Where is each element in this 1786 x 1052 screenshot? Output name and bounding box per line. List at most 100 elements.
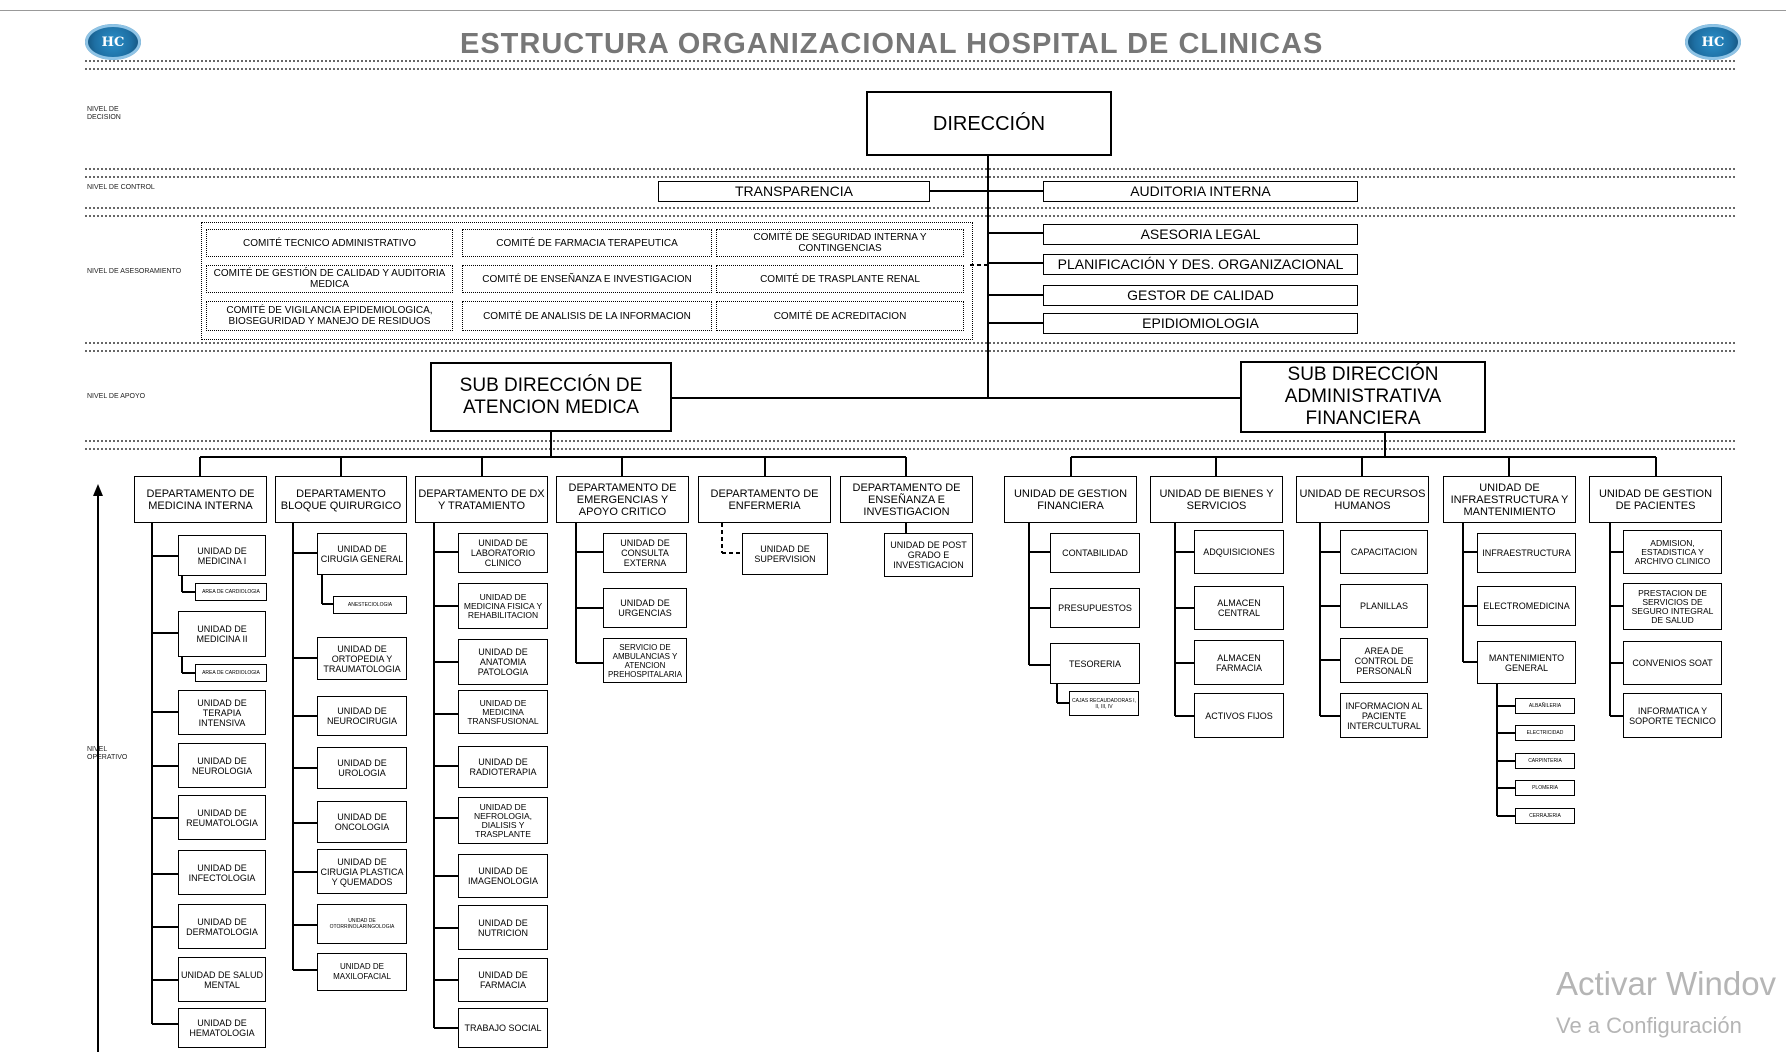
unit-box: TESORERIA	[1050, 643, 1140, 684]
unit-box: ADQUISICIONES	[1194, 530, 1284, 574]
unit-box: UNIDAD DE MEDICINA TRANSFUSIONAL	[458, 690, 548, 734]
level-control: NIVEL DE CONTROL	[87, 184, 155, 191]
unit-box: UNIDAD DE OTORRINOLARINGOLOGIA	[317, 904, 407, 944]
comite-box: COMITÉ DE ANALISIS DE LA INFORMACION	[462, 301, 712, 331]
unit-box: ALBAÑILERIA	[1515, 698, 1575, 714]
unit-box: UNIDAD DE LABORATORIO CLINICO	[458, 533, 548, 573]
unit-box: UNIDAD DE FARMACIA	[458, 958, 548, 1002]
admin-unit-box: UNIDAD DE GESTION DE PACIENTES	[1589, 476, 1722, 523]
department-box: DEPARTAMENTO DE MEDICINA INTERNA	[134, 476, 267, 523]
unit-box: ALMACEN FARMACIA	[1194, 640, 1284, 685]
unit-box: CAPACITACION	[1340, 530, 1428, 574]
unit-box: UNIDAD DE RADIOTERAPIA	[458, 746, 548, 788]
department-box: DEPARTAMENTO DE ENSEÑANZA E INVESTIGACIO…	[840, 476, 973, 523]
planificacion-box: PLANIFICACIÓN Y DES. ORGANIZACIONAL	[1043, 254, 1358, 275]
unit-box: PRESUPUESTOS	[1050, 588, 1140, 628]
area-box: AREA DE CARDIOLOGIA	[195, 664, 267, 682]
comite-box: COMITÉ DE VIGILANCIA EPIDEMIOLOGICA, BIO…	[206, 301, 453, 331]
unit-box: UNIDAD DE SUPERVISION	[742, 533, 828, 575]
unit-box: UNIDAD DE URGENCIAS	[603, 588, 687, 628]
unit-box: UNIDAD DE UROLOGIA	[317, 747, 407, 789]
unit-box: PRESTACION DE SERVICIOS DE SEGURO INTEGR…	[1623, 583, 1722, 630]
hospital-logo-right: HC	[1685, 24, 1741, 60]
unit-box: UNIDAD DE INFECTOLOGIA	[178, 850, 266, 895]
unit-box: UNIDAD DE NEFROLOGIA, DIALISIS Y TRASPLA…	[458, 797, 548, 844]
unit-box: UNIDAD DE MAXILOFACIAL	[317, 953, 407, 991]
unit-box: ELECTROMEDICINA	[1477, 586, 1576, 626]
separator	[85, 207, 1735, 217]
comite-box: COMITÉ DE FARMACIA TERAPEUTICA	[462, 229, 712, 257]
separator	[85, 440, 1735, 450]
comite-box: COMITÉ DE TRASPLANTE RENAL	[716, 265, 964, 293]
unit-box: ALMACEN CENTRAL	[1194, 586, 1284, 630]
subdir-medica-box: SUB DIRECCIÓN DE ATENCION MEDICA	[430, 362, 672, 432]
level-decision: NIVEL DE DECISION	[87, 106, 121, 121]
unit-box: CARPINTERIA	[1515, 753, 1575, 769]
admin-unit-box: UNIDAD DE BIENES Y SERVICIOS	[1150, 476, 1283, 523]
level-apoyo: NIVEL DE APOYO	[87, 393, 146, 400]
unit-box: AREA DE CONTROL DE PERSONALÑ	[1340, 638, 1428, 683]
admin-unit-box: UNIDAD DE RECURSOS HUMANOS	[1296, 476, 1429, 523]
unit-box: PLOMERIA	[1515, 780, 1575, 796]
department-box: DEPARTAMENTO DE EMERGENCIAS Y APOYO CRIT…	[556, 476, 689, 523]
direccion-box: DIRECCIÓN	[866, 91, 1112, 156]
level-asesoramiento: NIVEL DE ASESORAMIENTO	[87, 268, 182, 275]
unit-box: UNIDAD DE POST GRADO E INVESTIGACION	[884, 533, 973, 577]
area-box: ANESTECIOLOGIA	[333, 596, 407, 614]
hospital-logo-left: HC	[85, 24, 141, 60]
unit-box: ELECTRICIDAD	[1515, 725, 1575, 741]
unit-box: PLANILLAS	[1340, 584, 1428, 628]
separator	[85, 168, 1735, 178]
unit-box: UNIDAD DE TERAPIA INTENSIVA	[178, 690, 266, 735]
level-operativo: NIVEL OPERATIVO	[87, 746, 128, 761]
department-box: DEPARTAMENTO BLOQUE QUIRURGICO	[275, 476, 407, 523]
comite-box: COMITÉ DE SEGURIDAD INTERNA Y CONTINGENC…	[716, 229, 964, 257]
unit-box: UNIDAD DE ORTOPEDIA Y TRAUMATOLOGIA	[317, 637, 407, 680]
unit-box: UNIDAD DE SALUD MENTAL	[178, 957, 266, 1002]
subdir-admin-box: SUB DIRECCIÓN ADMINISTRATIVA FINANCIERA	[1240, 361, 1486, 433]
activate-windows-subtext: Ve a Configuración	[1556, 1013, 1742, 1038]
logo-text: HC	[101, 34, 125, 50]
top-border	[0, 10, 1786, 11]
unit-box: UNIDAD DE MEDICINA II	[178, 611, 266, 657]
asesoria-legal-box: ASESORIA LEGAL	[1043, 224, 1358, 245]
unit-box: UNIDAD DE MEDICINA I	[178, 535, 266, 576]
unit-box: INFORMACION AL PACIENTE INTERCULTURAL	[1340, 693, 1428, 738]
auditoria-box: AUDITORIA INTERNA	[1043, 181, 1358, 202]
unit-box: UNIDAD DE CIRUGIA GENERAL	[317, 533, 407, 575]
unit-box: UNIDAD DE NUTRICION	[458, 905, 548, 950]
epidemiologia-box: EPIDIOMIOLOGIA	[1043, 313, 1358, 334]
chart-title: ESTRUCTURA ORGANIZACIONAL HOSPITAL DE CL…	[460, 28, 1324, 60]
comite-box: COMITÉ TECNICO ADMINISTRATIVO	[206, 229, 453, 257]
unit-box: UNIDAD DE NEUROLOGIA	[178, 743, 266, 788]
unit-box: UNIDAD DE ANATOMIA PATOLOGIA	[458, 639, 548, 685]
unit-box: SERVICIO DE AMBULANCIAS Y ATENCION PREHO…	[603, 638, 687, 683]
department-box: DEPARTAMENTO DE ENFERMERIA	[698, 476, 831, 523]
comite-box: COMITÉ DE GESTIÓN DE CALIDAD Y AUDITORIA…	[206, 265, 453, 293]
unit-box: UNIDAD DE DERMATOLOGIA	[178, 904, 266, 949]
unit-box: UNIDAD DE CONSULTA EXTERNA	[603, 533, 687, 573]
unit-box: UNIDAD DE HEMATOLOGIA	[178, 1008, 266, 1048]
comite-box: COMITÉ DE ENSEÑANZA E INVESTIGACION	[462, 265, 712, 293]
comite-box: COMITÉ DE ACREDITACION	[716, 301, 964, 331]
unit-box: TRABAJO SOCIAL	[458, 1008, 548, 1048]
logo-text: HC	[1701, 34, 1725, 50]
admin-unit-box: UNIDAD DE GESTION FINANCIERA	[1004, 476, 1137, 523]
separator	[85, 60, 1735, 70]
gestor-calidad-box: GESTOR DE CALIDAD	[1043, 285, 1358, 306]
department-box: DEPARTAMENTO DE DX Y TRATAMIENTO	[415, 476, 548, 523]
unit-box: MANTENIMIENTO GENERAL	[1477, 641, 1576, 684]
transparencia-box: TRANSPARENCIA	[658, 181, 930, 202]
unit-box: UNIDAD DE REUMATOLOGIA	[178, 795, 266, 840]
unit-box: CONTABILIDAD	[1050, 533, 1140, 573]
unit-box: INFORMATICA Y SOPORTE TECNICO	[1623, 693, 1722, 738]
unit-box: ADMISION, ESTADISTICA Y ARCHIVO CLINICO	[1623, 530, 1722, 574]
unit-box: UNIDAD DE ONCOLOGIA	[317, 801, 407, 843]
unit-box: CAJAS RECAUDADORAS I, II, III, IV	[1069, 691, 1139, 716]
unit-box: CONVENIOS SOAT	[1623, 641, 1722, 685]
separator	[85, 342, 1735, 352]
area-box: AREA DE CARDIOLOGIA	[195, 583, 267, 601]
unit-box: UNIDAD DE CIRUGIA PLASTICA Y QUEMADOS	[317, 849, 407, 894]
